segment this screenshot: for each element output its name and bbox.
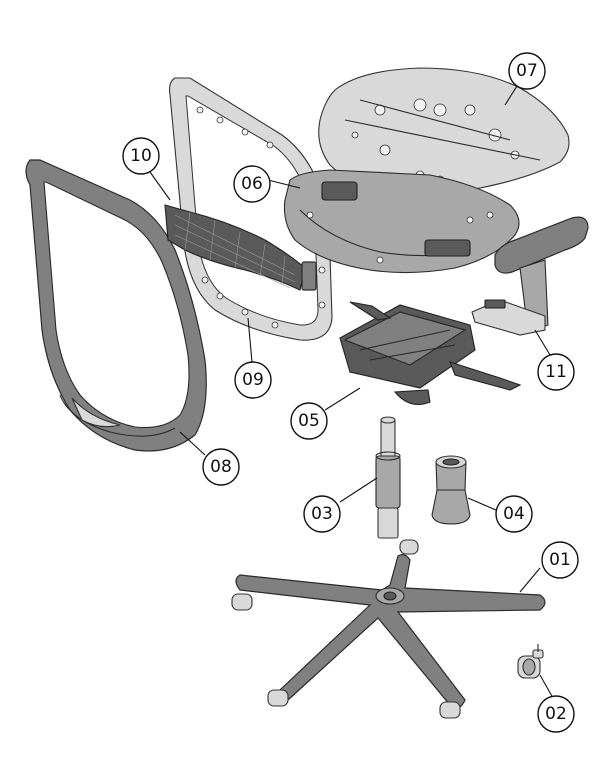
leader-line xyxy=(179,431,206,456)
lumbar-support xyxy=(164,204,317,291)
leader-line xyxy=(504,85,518,106)
gas-cylinder xyxy=(375,416,401,539)
leader-line xyxy=(149,171,171,201)
svg-text:08: 08 xyxy=(210,457,232,477)
leader-line xyxy=(247,317,253,363)
leader-line xyxy=(324,387,361,411)
five-star-base xyxy=(231,539,546,719)
tilt-mechanism xyxy=(339,301,522,405)
callout-05: 05 xyxy=(290,402,328,440)
callout-11: 11 xyxy=(537,353,575,391)
callout-03: 03 xyxy=(303,495,341,533)
leader-line xyxy=(339,477,378,503)
svg-text:07: 07 xyxy=(516,61,538,81)
callout-09: 09 xyxy=(234,361,272,399)
callout-07: 07 xyxy=(508,52,546,90)
seat-pan xyxy=(283,169,520,274)
leader-line xyxy=(467,497,497,511)
cylinder-cover xyxy=(431,455,471,525)
callout-02: 02 xyxy=(537,695,575,733)
callout-10: 10 xyxy=(122,137,160,175)
callout-08: 08 xyxy=(202,448,240,486)
leader-line xyxy=(519,567,541,593)
svg-text:05: 05 xyxy=(298,411,320,431)
leader-line xyxy=(539,674,554,699)
svg-text:11: 11 xyxy=(545,362,567,382)
callout-04: 04 xyxy=(495,495,533,533)
leader-line xyxy=(534,329,551,356)
svg-text:09: 09 xyxy=(242,370,264,390)
callout-01: 01 xyxy=(541,541,579,579)
backrest-outer-frame xyxy=(25,159,207,452)
callout-06: 06 xyxy=(233,165,271,203)
armrest xyxy=(471,216,589,336)
svg-text:02: 02 xyxy=(545,704,567,724)
svg-text:03: 03 xyxy=(311,504,333,524)
caster-wheel xyxy=(517,644,544,679)
svg-text:06: 06 xyxy=(241,174,263,194)
svg-text:04: 04 xyxy=(503,504,525,524)
base-caster xyxy=(231,539,461,719)
leader-line xyxy=(267,179,301,189)
svg-text:10: 10 xyxy=(130,146,152,166)
svg-text:01: 01 xyxy=(549,550,571,570)
